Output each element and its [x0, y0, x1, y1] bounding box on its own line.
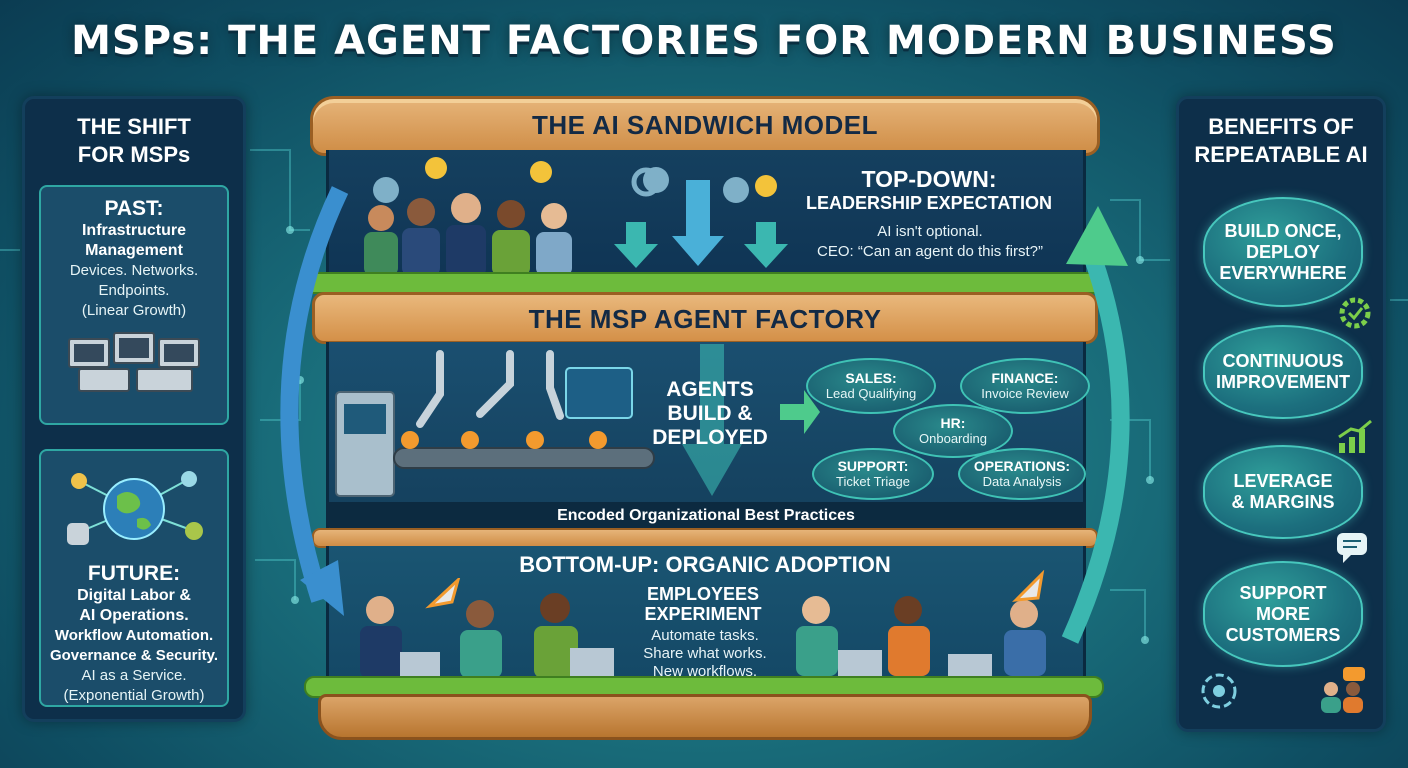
- top-down-title: TOP-DOWN:: [861, 166, 997, 192]
- agents-line: DEPLOYED: [652, 426, 768, 449]
- dept-task: Lead Qualifying: [825, 386, 917, 401]
- dept-name: OPERATIONS:: [973, 458, 1071, 474]
- benefit-leverage-margins: LEVERAGE & MARGINS: [1203, 445, 1363, 539]
- cycle-support-icon: [1201, 673, 1237, 709]
- dept-name: SALES:: [845, 370, 897, 386]
- dept-finance: FINANCE: Invoice Review: [960, 358, 1090, 414]
- lower-bread: [312, 528, 1098, 548]
- lettuce-layer: [304, 272, 1104, 294]
- globe-network-icon: [67, 471, 203, 545]
- top-down-subtitle: LEADERSHIP EXPECTATION: [805, 193, 1053, 213]
- agents-line: AGENTS: [666, 378, 754, 401]
- benefit-line: & MARGINS: [1231, 492, 1335, 512]
- dept-name: FINANCE:: [991, 370, 1059, 386]
- benefit-line: CUSTOMERS: [1225, 624, 1341, 645]
- dept-support: SUPPORT: Ticket Triage: [812, 448, 934, 500]
- heading-line: THE SHIFT: [77, 114, 191, 139]
- shift-panel: THE SHIFT FOR MSPs PAST: Infrastructure …: [22, 96, 246, 722]
- dept-name: SUPPORT:: [837, 458, 909, 474]
- benefit-continuous-improvement: CONTINUOUS IMPROVEMENT: [1203, 325, 1363, 419]
- past-subtitle: Management: [85, 242, 183, 259]
- benefit-line: CONTINUOUS: [1222, 351, 1344, 371]
- chat-bubble-icon: [1337, 533, 1367, 563]
- future-line: Governance & Security.: [49, 647, 219, 664]
- past-title: PAST:: [104, 197, 164, 220]
- dept-name: HR:: [940, 415, 966, 431]
- future-box: FUTURE: Digital Labor & AI Operations. W…: [39, 449, 229, 707]
- benefit-support-customers: SUPPORT MORE CUSTOMERS: [1203, 561, 1363, 667]
- emp-line: New workflows.: [652, 663, 758, 680]
- emp-line: Automate tasks.: [651, 627, 759, 644]
- emp-title-line: EXPERIMENT: [644, 604, 762, 624]
- employees-experiment-title: EMPLOYEES EXPERIMENT: [628, 584, 778, 624]
- benefit-line: BUILD ONCE,: [1224, 220, 1342, 241]
- past-line: (Linear Growth): [81, 302, 187, 319]
- emp-title-line: EMPLOYEES: [646, 584, 760, 604]
- future-line: Workflow Automation.: [54, 627, 214, 644]
- right-cycle-arrow: [1061, 206, 1130, 644]
- factory-title: THE MSP AGENT FACTORY: [528, 304, 882, 334]
- dept-sales: SALES: Lead Qualifying: [806, 358, 936, 414]
- dept-task: Ticket Triage: [836, 474, 910, 489]
- server-stack-icon: [68, 332, 200, 392]
- robot-assembly-line-illustration: [335, 350, 655, 497]
- bottom-up-title: BOTTOM-UP: ORGANIC ADOPTION: [519, 552, 891, 577]
- past-box: PAST: Infrastructure Management Devices.…: [39, 185, 229, 425]
- growth-chart-icon: [1338, 419, 1372, 453]
- future-title: FUTURE:: [87, 562, 181, 585]
- factory-footer: Encoded Organizational Best Practices: [326, 502, 1086, 530]
- future-subtitle: Digital Labor &: [77, 587, 191, 604]
- dept-operations: OPERATIONS: Data Analysis: [958, 448, 1086, 500]
- middle-bread: [312, 292, 1098, 344]
- benefits-heading: BENEFITS OF REPEATABLE AI: [1179, 113, 1383, 169]
- bottom-bread: [318, 694, 1092, 740]
- heading-line: BENEFITS OF: [1208, 114, 1354, 139]
- employees-right-illustration: [796, 570, 1046, 676]
- future-subtitle: AI Operations.: [79, 607, 189, 624]
- future-line: AI as a Service.: [81, 667, 187, 684]
- gear-check-icon: [1339, 297, 1371, 329]
- heading-line: FOR MSPs: [77, 142, 191, 167]
- benefit-line: LEVERAGE: [1233, 471, 1333, 491]
- dept-hr: HR: Onboarding: [893, 404, 1013, 458]
- top-down-line: AI isn't optional.: [877, 223, 983, 240]
- agents-build-text: AGENTS BUILD & DEPLOYED: [640, 378, 780, 450]
- employees-left-illustration: [360, 578, 614, 678]
- benefit-build-once: BUILD ONCE, DEPLOY EVERYWHERE: [1203, 197, 1363, 307]
- deploy-arrows: [682, 344, 820, 496]
- customers-group-icon: [1321, 667, 1365, 713]
- dept-task: Onboarding: [919, 431, 987, 446]
- benefit-line: DEPLOY: [1245, 241, 1320, 262]
- page-title: MSPs: THE AGENT FACTORIES FOR MODERN BUS…: [71, 18, 1337, 64]
- benefit-line: MORE: [1256, 603, 1310, 624]
- agents-line: BUILD &: [667, 402, 753, 425]
- dept-task: Data Analysis: [982, 474, 1062, 489]
- benefit-line: EVERYWHERE: [1219, 262, 1347, 283]
- future-line: (Exponential Growth): [63, 687, 205, 704]
- emp-line: Share what works.: [643, 645, 767, 662]
- leadership-illustration: [364, 157, 788, 277]
- benefit-line: IMPROVEMENT: [1215, 372, 1350, 392]
- sandwich-title: THE AI SANDWICH MODEL: [531, 110, 879, 140]
- dept-task: Invoice Review: [981, 386, 1069, 401]
- past-subtitle: Infrastructure: [81, 222, 187, 239]
- heading-line: REPEATABLE AI: [1194, 142, 1368, 167]
- benefit-line: SUPPORT: [1239, 582, 1327, 603]
- past-line: Devices. Networks.: [69, 262, 199, 279]
- benefits-panel: BENEFITS OF REPEATABLE AI BUILD ONCE, DE…: [1176, 96, 1386, 732]
- left-cycle-arrow: [280, 186, 349, 616]
- top-down-line: CEO: “Can an agent do this first?”: [817, 243, 1043, 260]
- past-line: Endpoints.: [98, 282, 170, 299]
- shift-panel-heading: THE SHIFT FOR MSPs: [25, 113, 243, 169]
